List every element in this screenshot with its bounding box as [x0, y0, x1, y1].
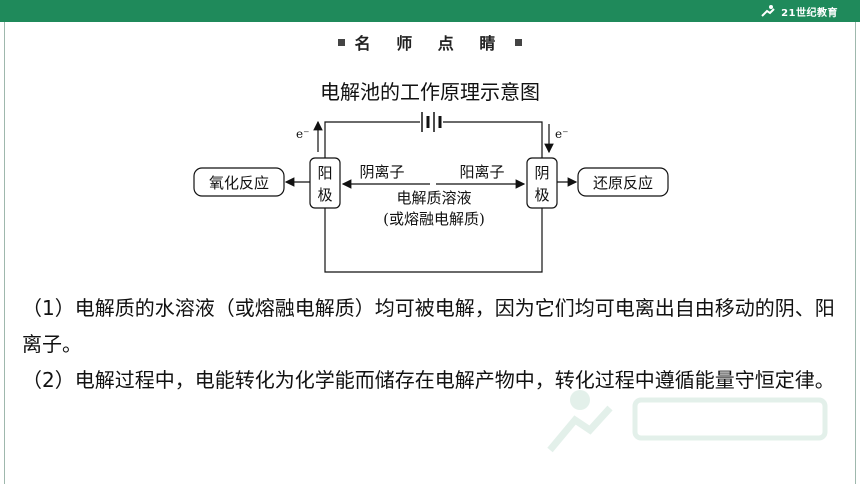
anode-char-1: 阳	[317, 164, 332, 182]
square-bullet-icon	[337, 38, 345, 46]
reduction-label: 还原反应	[593, 174, 653, 192]
cation-label: 阳离子	[459, 163, 504, 181]
cathode-char-2: 极	[534, 186, 549, 204]
reduction-box	[577, 167, 669, 197]
oxidation-box	[193, 167, 285, 197]
circuit-wire-right	[443, 121, 543, 158]
electrolyte-label: 电解质溶液	[396, 189, 471, 207]
anode-char-2: 极	[317, 186, 332, 204]
battery-icon	[421, 112, 442, 132]
top-banner: 21世纪教育	[0, 0, 860, 22]
brand-text: 21世纪教育	[781, 7, 838, 19]
section-heading: 名 师 点 睛	[0, 30, 860, 54]
section-heading-text: 名 师 点 睛	[354, 34, 506, 53]
runner-logo-icon	[761, 5, 775, 17]
cathode-char-1: 阴	[534, 164, 549, 182]
electrolyte-container	[324, 208, 543, 273]
circuit-wire-left	[324, 121, 420, 158]
paragraph-2: （2）电解过程中，电能转化为化学能而储存在电解产物中，转化过程中遵循能量守恒定律…	[22, 368, 835, 392]
anode-box	[309, 157, 341, 209]
brand-logo: 21世纪教育	[759, 2, 838, 20]
frame-left-border	[4, 22, 5, 484]
cathode-box	[526, 157, 558, 209]
electron-label-left: e⁻	[296, 127, 309, 141]
electrolysis-diagram: e⁻ e⁻ 阳 极 阴 极 氧化反应 还原反应 阴离子 阳离子 电解质溶液 (或…	[193, 112, 669, 273]
electron-label-right: e⁻	[555, 127, 568, 141]
anion-label: 阴离子	[359, 163, 404, 181]
diagram-title: 电解池的工作原理示意图	[320, 80, 540, 104]
oxidation-label: 氧化反应	[209, 174, 269, 192]
paragraph-1: （1）电解质的水溶液（或熔融电解质）均可被电解，因为它们均可电离出自由移动的阴、…	[22, 296, 835, 356]
square-bullet-icon	[515, 38, 523, 46]
watermark-logo-icon	[547, 390, 828, 453]
electrolyte-sub-label: (或熔融电解质)	[383, 210, 485, 228]
frame-right-border	[855, 22, 856, 484]
